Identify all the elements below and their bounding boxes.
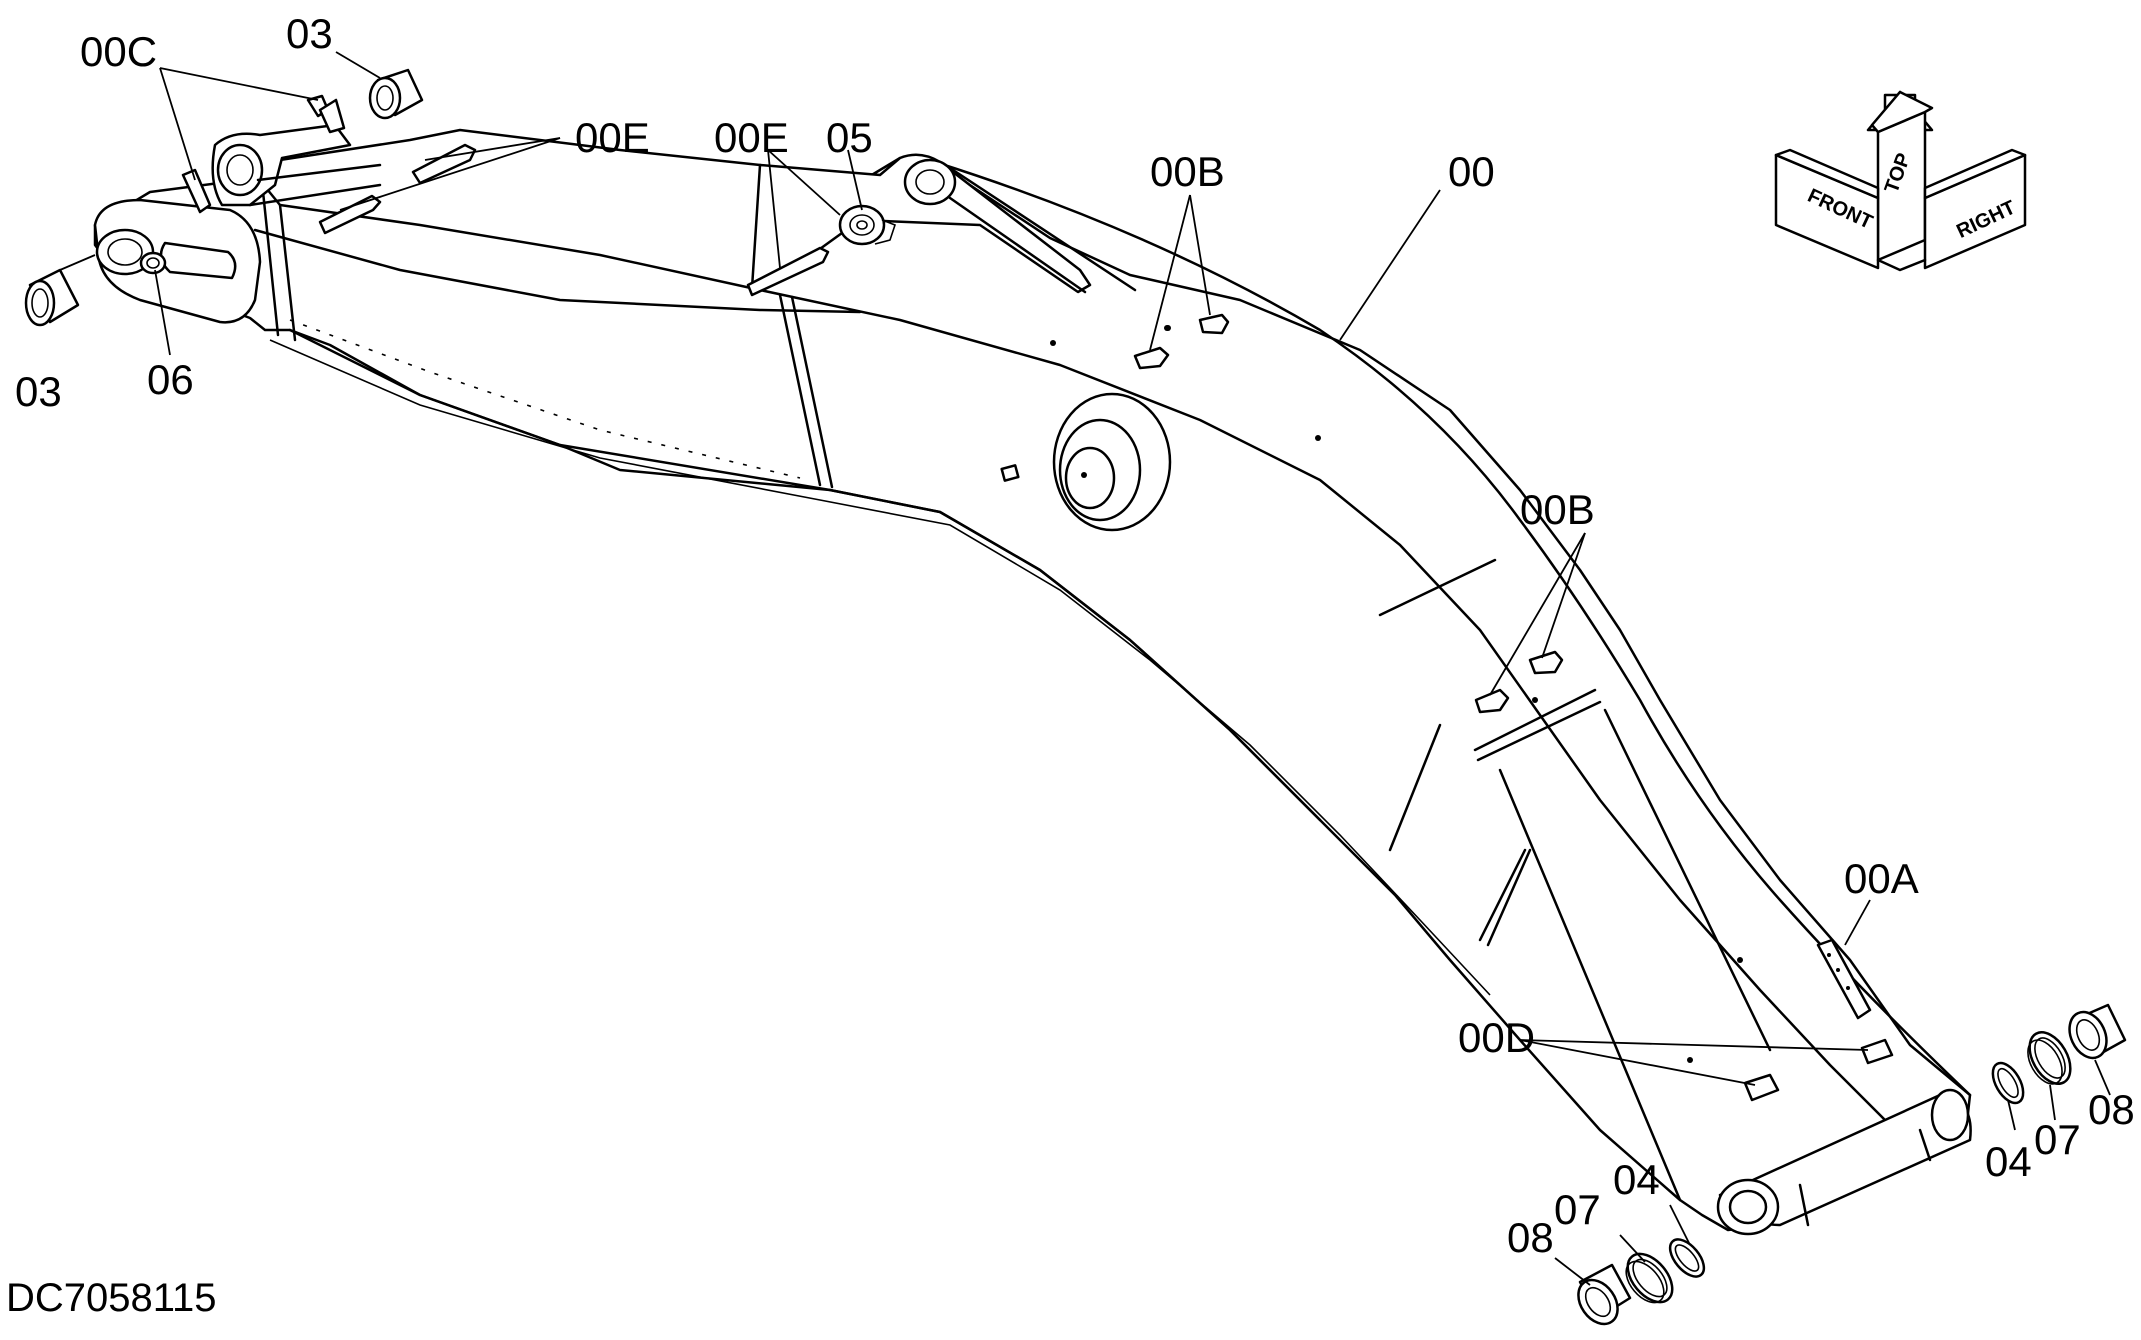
bushing-08-bottom	[1577, 1263, 1632, 1326]
shim-04-right	[1991, 1061, 2025, 1105]
callout-labels: 00C 03 00E 00E 05 00B 00 03 06 00B 00A 0…	[15, 10, 2135, 1261]
leader-lines	[59, 51, 2111, 1286]
bushing-03-top	[368, 68, 424, 120]
pin-05	[838, 204, 886, 246]
callout-00E-a: 00E	[575, 114, 650, 161]
callout-00: 00	[1448, 148, 1495, 195]
callout-00E-b: 00E	[714, 114, 789, 161]
callout-07-right: 07	[2034, 1116, 2081, 1163]
callout-00C: 00C	[80, 28, 157, 75]
callout-08-right: 08	[2088, 1086, 2135, 1133]
boom-cylinder-boss	[1000, 325, 1172, 532]
callout-03-top: 03	[286, 10, 333, 57]
bushing-08-right	[2068, 1003, 2127, 1060]
bushing-03-left	[24, 268, 80, 327]
boom-tip	[1716, 1088, 1972, 1236]
pads-00B	[1133, 313, 1564, 714]
callout-07-bottom: 07	[1554, 1186, 1601, 1233]
grease-fitting-06	[139, 251, 167, 275]
callout-08-bottom: 08	[1507, 1214, 1554, 1261]
boom-foot	[93, 123, 382, 324]
lock-pins-00C	[181, 94, 346, 214]
callout-03-left: 03	[15, 368, 62, 415]
nameplate-00A	[1687, 938, 1872, 1063]
callout-00B-mid: 00B	[1520, 486, 1595, 533]
boom-main-body	[93, 128, 1972, 1232]
callout-00A: 00A	[1844, 855, 1919, 902]
callout-04-bottom: 04	[1613, 1156, 1660, 1203]
callout-00B-top: 00B	[1150, 148, 1225, 195]
pads-00D	[1743, 1038, 1894, 1102]
seal-07-bottom	[1625, 1252, 1674, 1304]
callout-00D: 00D	[1458, 1014, 1535, 1061]
callout-05: 05	[826, 114, 873, 161]
shim-04-bottom	[1668, 1238, 1706, 1278]
callout-04-right: 04	[1985, 1138, 2032, 1185]
drawing-number: DC7058115	[6, 1276, 217, 1320]
arm-cylinder-bracket	[750, 153, 1137, 294]
seal-07-right	[2027, 1031, 2072, 1085]
callout-06: 06	[147, 356, 194, 403]
orientation-symbol: FRONT RIGHT TOP	[1774, 90, 2027, 272]
